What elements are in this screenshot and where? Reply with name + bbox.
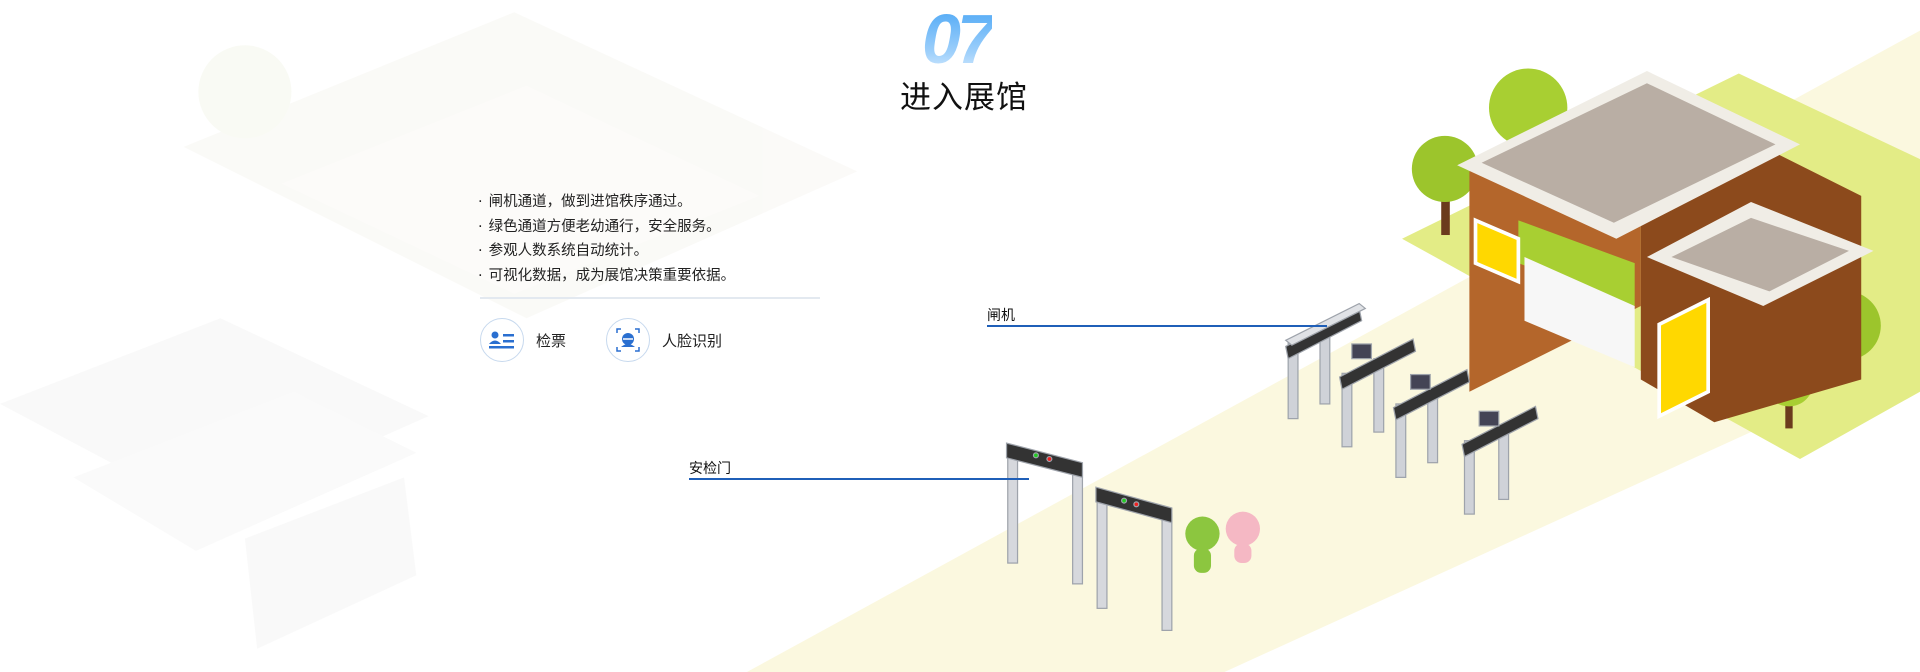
bullet-item: 可视化数据，成为展馆决策重要依据。	[478, 264, 736, 289]
face-recognition-icon	[606, 318, 650, 362]
callout-label: 安检门	[689, 461, 731, 477]
callout-line	[987, 325, 1327, 327]
feature-ticket-check: 检票	[480, 318, 566, 362]
mascot-characters	[1185, 511, 1260, 573]
exhibition-hall-building	[1457, 70, 1874, 423]
callout-label: 闸机	[987, 308, 1015, 324]
faded-background-scene	[0, 12, 858, 649]
ticket-check-icon	[480, 318, 524, 362]
bullet-item: 闸机通道，做到进馆秩序通过。	[478, 190, 735, 215]
divider	[480, 297, 820, 299]
callout-line	[689, 478, 1029, 480]
section-number: 07	[922, 4, 992, 74]
callout-gate: 闸机	[987, 305, 1327, 327]
bullet-item: 绿色通道方便老幼通行，安全服务。	[478, 215, 735, 240]
page-title: 进入展馆	[900, 80, 1028, 116]
callout-security-door: 安检门	[689, 458, 1029, 480]
turnstile-gates	[1284, 302, 1539, 515]
feature-face-recognition: 人脸识别	[606, 318, 722, 362]
feature-label: 检票	[536, 331, 567, 350]
feature-label: 人脸识别	[662, 331, 723, 350]
security-door	[1005, 442, 1173, 631]
feature-bullet-list: 闸机通道，做到进馆秩序通过。 绿色通道方便老幼通行，安全服务。 参观人数系统自动…	[478, 190, 736, 289]
bullet-item: 参观人数系统自动统计。	[478, 239, 735, 264]
